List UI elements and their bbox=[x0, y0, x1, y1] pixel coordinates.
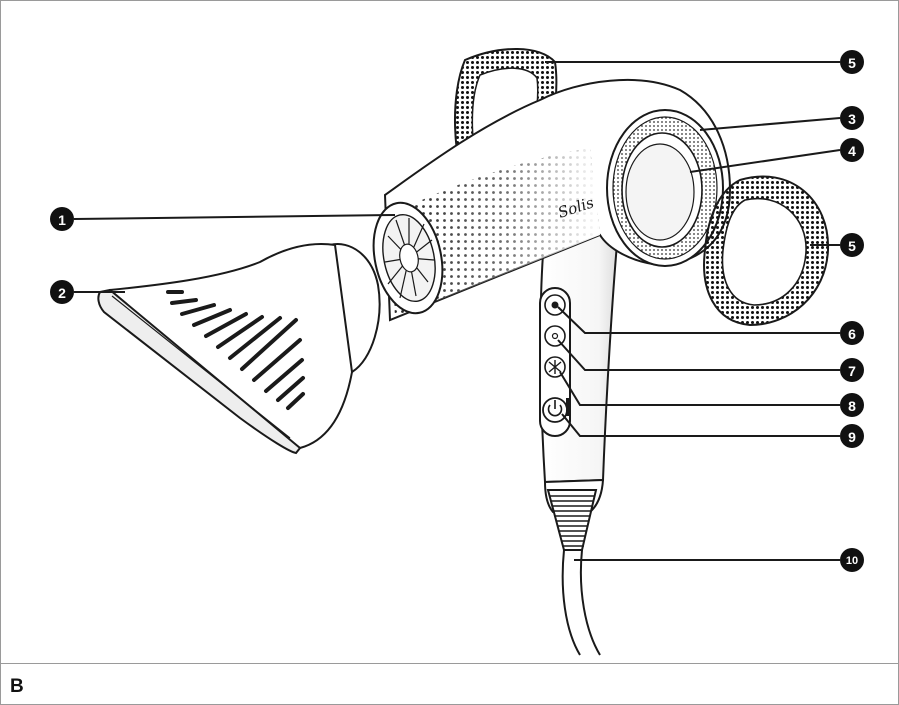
callout-7: 7 bbox=[840, 358, 864, 382]
callout-3: 3 bbox=[840, 106, 864, 130]
svg-text:8: 8 bbox=[848, 398, 856, 414]
svg-text:10: 10 bbox=[846, 555, 858, 567]
svg-text:5: 5 bbox=[848, 238, 856, 254]
svg-text:9: 9 bbox=[848, 429, 856, 445]
svg-text:1: 1 bbox=[58, 212, 66, 228]
callout-6: 6 bbox=[840, 321, 864, 345]
svg-text:7: 7 bbox=[848, 363, 856, 379]
svg-text:3: 3 bbox=[848, 111, 856, 127]
callout-4: 4 bbox=[840, 138, 864, 162]
svg-text:5: 5 bbox=[848, 55, 856, 71]
concentrator-nozzle bbox=[98, 244, 379, 453]
caption-divider bbox=[0, 663, 899, 664]
control-buttons bbox=[540, 288, 570, 436]
hair-dryer-diagram: Solis bbox=[0, 0, 899, 663]
svg-text:2: 2 bbox=[58, 285, 66, 301]
filter-ring-right bbox=[704, 176, 828, 325]
callout-10: 10 bbox=[840, 548, 864, 572]
callout-9: 9 bbox=[840, 424, 864, 448]
callout-2: 2 bbox=[50, 280, 74, 304]
figure-label: B bbox=[10, 676, 24, 698]
callout-5-right: 5 bbox=[840, 233, 864, 257]
callout-8: 8 bbox=[840, 393, 864, 417]
power-cord bbox=[548, 490, 600, 655]
callout-5-top: 5 bbox=[840, 50, 864, 74]
callout-1: 1 bbox=[50, 207, 74, 231]
svg-text:6: 6 bbox=[848, 326, 856, 342]
svg-text:4: 4 bbox=[848, 143, 856, 159]
